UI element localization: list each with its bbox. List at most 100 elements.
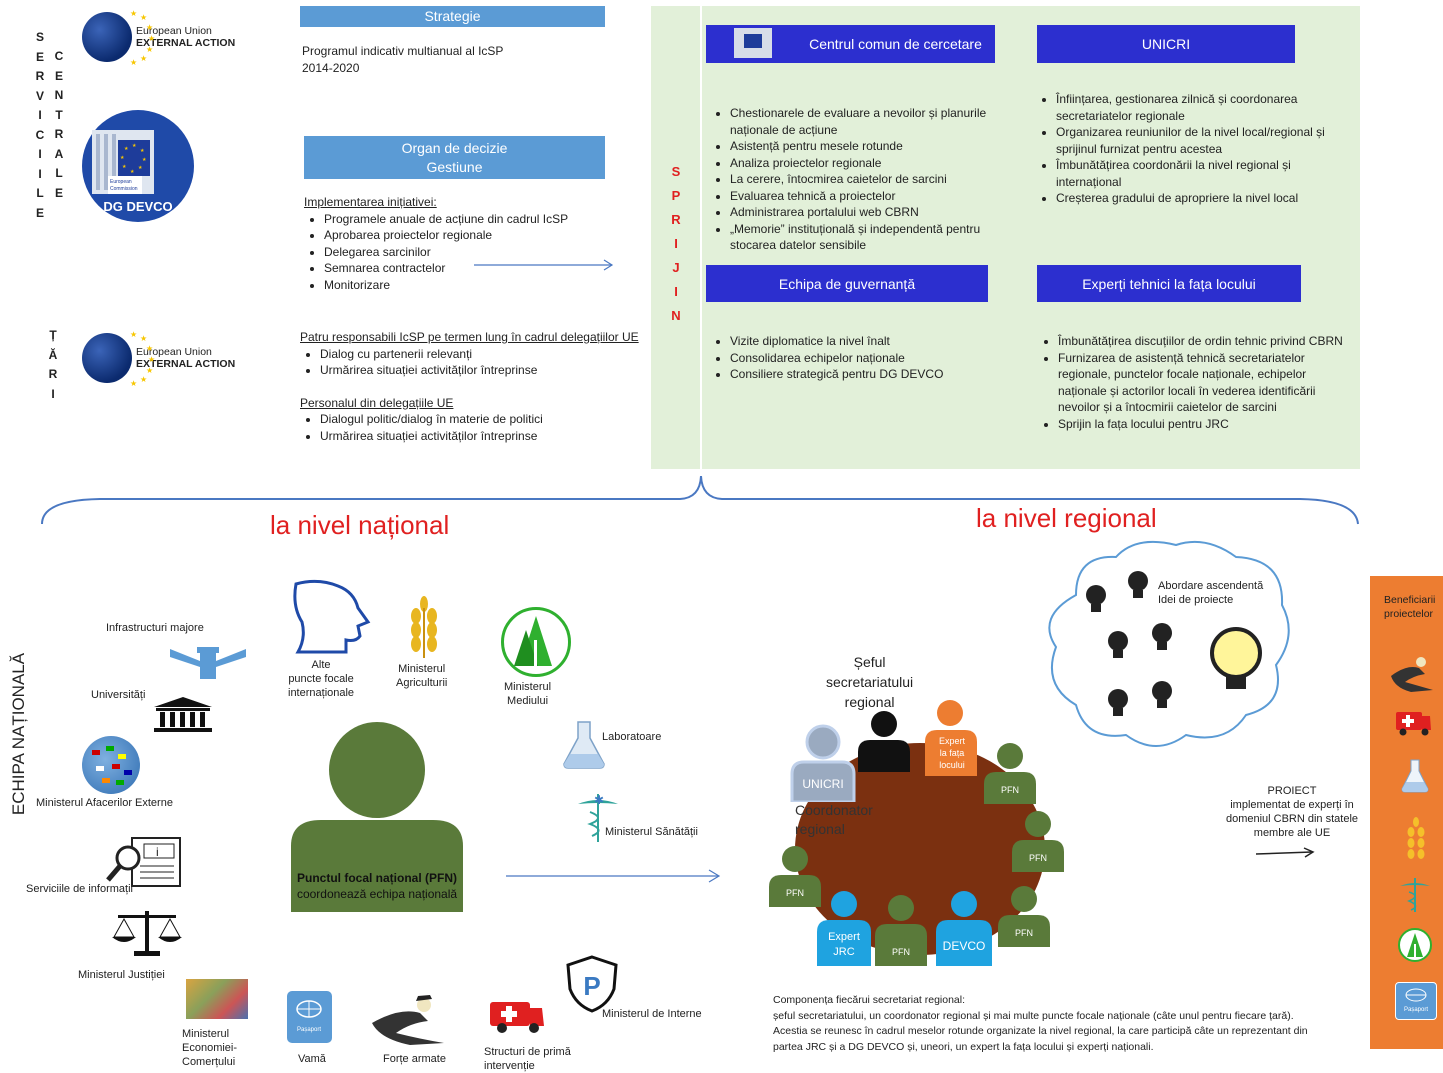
- jrc-header: Centrul comun de cercetare: [706, 25, 995, 63]
- svg-text:★: ★: [140, 13, 147, 22]
- universitati-label: Universități: [91, 689, 146, 701]
- police-badge-icon: P: [566, 955, 618, 1013]
- svg-text:UNICRI: UNICRI: [802, 777, 843, 791]
- svg-text:PFN: PFN: [1001, 785, 1019, 795]
- beneficiari-soldier-icon: [1391, 657, 1433, 692]
- svg-text:★: ★: [146, 366, 153, 375]
- ideas-cloud: [1048, 540, 1290, 747]
- arrow-to-regional: [506, 869, 721, 883]
- organ-decizie-text: Implementarea inițiativei: Programele an…: [304, 194, 604, 293]
- svg-text:DG DEVCO: DG DEVCO: [103, 199, 172, 214]
- svg-text:Pașaport: Pașaport: [297, 1027, 321, 1033]
- flags-globe-icon: [82, 736, 140, 794]
- svg-text:★: ★: [148, 34, 155, 43]
- svg-text:Expert: Expert: [828, 931, 860, 943]
- guvernanta-text: Vizite diplomatice la nivel înaltConsoli…: [710, 333, 1000, 383]
- pfn-person-2: PFN: [1012, 811, 1064, 872]
- svg-text:★: ★: [148, 355, 155, 364]
- svg-text:PFN: PFN: [786, 888, 804, 898]
- beneficiari-forest-icon: [1398, 928, 1432, 962]
- vama-label: Vamă: [298, 1053, 326, 1065]
- nivel-national-title: la nivel național: [270, 510, 450, 540]
- delegatii-text: Patru responsabili IcSP pe termen lung î…: [300, 329, 650, 444]
- laboratoare-label: Laboratoare: [602, 731, 662, 743]
- svg-text:Pașaport: Pașaport: [1404, 1007, 1428, 1013]
- soldier-icon: [372, 995, 444, 1045]
- svg-text:PFN: PFN: [892, 947, 910, 957]
- svg-text:★: ★: [146, 23, 153, 32]
- jrc-text: Chestionarele de evaluare a nevoilor și …: [710, 105, 1000, 254]
- passport-icon: Pașaport: [287, 991, 332, 1043]
- justitie-label: Ministerul Justiției: [78, 969, 165, 981]
- beneficiari-ambulance-icon: [1396, 712, 1431, 736]
- dg-devco-logo: ★★★★★★★★ European Commission DG DEVCO: [82, 110, 194, 222]
- svg-text:★: ★: [140, 334, 147, 343]
- forest-icon: [501, 607, 571, 677]
- forte-label: Forțe armate: [383, 1053, 446, 1065]
- university-icon: [154, 697, 212, 732]
- pfn-person-icon: [291, 722, 463, 912]
- svg-text:★: ★: [120, 155, 125, 161]
- mae-label: Ministerul Afacerilor Externe: [36, 797, 173, 809]
- justice-scales-icon: [112, 911, 182, 956]
- svg-text:Commission: Commission: [110, 186, 138, 192]
- svg-text:★: ★: [130, 169, 135, 175]
- experti-text: Îmbunătățirea discuțiilor de ordin tehni…: [1038, 333, 1358, 432]
- interne-label: Ministerul de Interne: [602, 1008, 702, 1020]
- informatii-label: Serviciile de informații: [26, 883, 133, 895]
- expert-local-person: Expert la fața locului: [925, 700, 977, 776]
- sprijin-divider: [700, 6, 702, 469]
- svg-text:★: ★: [122, 164, 127, 170]
- sanatate-label: Ministerul Sănătății: [605, 826, 698, 838]
- svg-text:★: ★: [140, 375, 147, 384]
- pfn-person-5: PFN: [875, 895, 927, 966]
- infrastructuri-label: Infrastructuri majore: [106, 622, 204, 634]
- svg-text:★: ★: [132, 143, 137, 149]
- unicri-header: UNICRI: [1037, 25, 1295, 63]
- beneficiari-wheat-icon: [1407, 817, 1425, 859]
- svg-text:★: ★: [130, 330, 137, 339]
- svg-text:la fața: la fața: [940, 748, 965, 758]
- svg-text:★: ★: [142, 157, 147, 163]
- caduceus-icon: ✱: [578, 793, 618, 842]
- guvernanta-header: Echipa de guvernanță: [706, 265, 988, 302]
- ec-flag-icon: [734, 28, 772, 58]
- strategie-header: Strategie: [300, 6, 605, 27]
- beneficiari-flask-icon: [1401, 759, 1429, 793]
- svg-text:P: P: [583, 971, 600, 1001]
- svg-text:★: ★: [130, 9, 137, 18]
- experti-header: Experți tehnici la fața locului: [1037, 265, 1301, 302]
- sef-person: [858, 711, 910, 772]
- beneficiari-caduceus-icon: [1400, 878, 1430, 912]
- ambulance-icon: [490, 1002, 544, 1033]
- brace: [41, 475, 1359, 525]
- arrow-to-beneficiari: [1256, 847, 1315, 858]
- svg-text:DEVCO: DEVCO: [943, 939, 986, 953]
- speaking-head-icon: [293, 579, 371, 654]
- economy-image-icon: [186, 979, 248, 1019]
- svg-text:★: ★: [140, 148, 145, 154]
- pfn-person-4: PFN: [769, 846, 821, 907]
- wheat-icon: [411, 596, 437, 658]
- svg-text:PFN: PFN: [1029, 853, 1047, 863]
- componenta-text: Componența fiecărui secretariat regional…: [773, 994, 1308, 1053]
- nivel-regional-title: la nivel regional: [976, 503, 1157, 533]
- unicri-person: UNICRI: [790, 724, 856, 802]
- pfn-person-1: PFN: [984, 743, 1036, 804]
- svg-text:✱: ✱: [594, 793, 604, 807]
- svg-text:European: European: [110, 179, 132, 185]
- beneficiari-passport-icon: Pașaport: [1395, 982, 1437, 1020]
- pfn-person-3: PFN: [998, 886, 1050, 947]
